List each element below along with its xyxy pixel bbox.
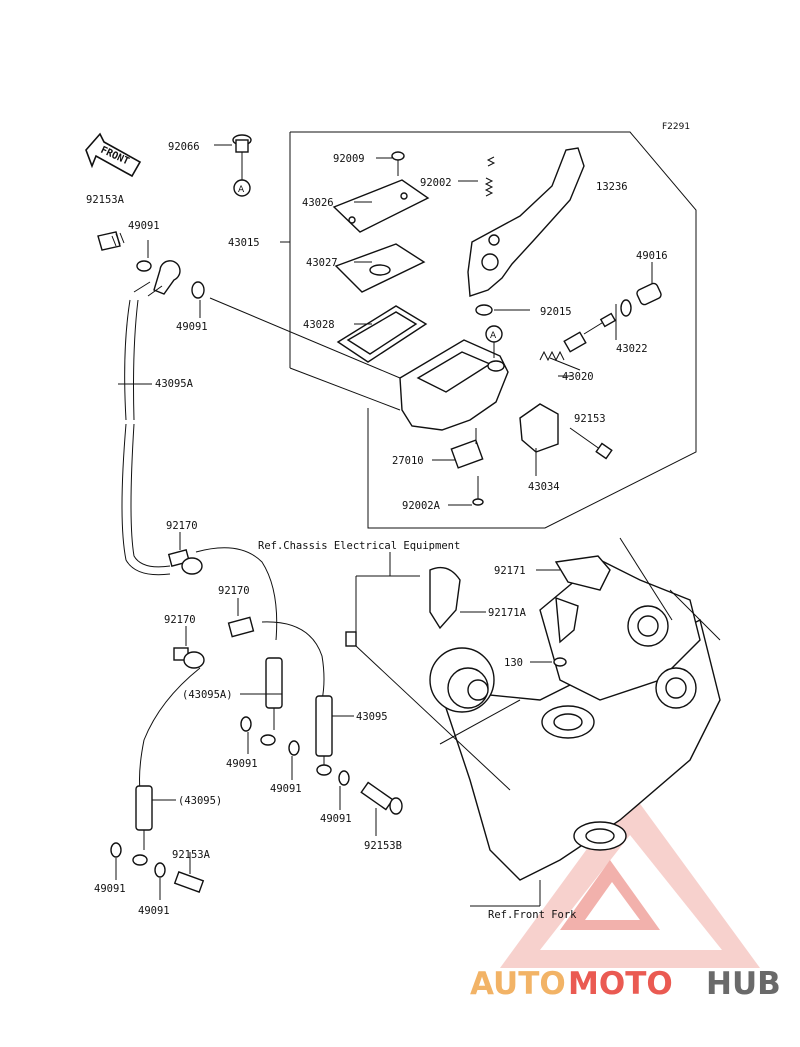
label-92170-b: 92170 (218, 585, 250, 597)
upper-brake-hose (97, 231, 205, 576)
label-43095-paren: (43095) (178, 795, 222, 807)
label-92171: 92171 (494, 565, 526, 577)
label-49016: 49016 (636, 250, 668, 262)
label-43027: 43027 (306, 257, 338, 269)
label-43026: 43026 (302, 197, 334, 209)
label-49091-d: 49091 (270, 783, 302, 795)
watermark-hub: HUB (706, 966, 781, 1002)
label-43020: 43020 (562, 371, 594, 383)
piston-assembly (475, 262, 662, 460)
label-92153: 92153 (574, 413, 606, 425)
label-92015: 92015 (540, 306, 572, 318)
label-92153A-bottom: 92153A (172, 849, 211, 861)
label-92153A-top: 92153A (86, 194, 125, 206)
diagram-code: F2291 (662, 122, 690, 132)
label-49091-g: 49091 (138, 905, 170, 917)
label-92002: 92002 (420, 177, 452, 189)
leader-lines (115, 240, 572, 900)
label-43015: 43015 (228, 237, 260, 249)
label-49091-b: 49091 (176, 321, 208, 333)
label-92153B: 92153B (364, 840, 402, 852)
label-13236: 13236 (596, 181, 628, 193)
label-92171A: 92171A (488, 607, 527, 619)
reservoir-parts (332, 151, 430, 363)
ref-front-fork: Ref.Front Fork (488, 909, 577, 921)
part-92066: A (214, 134, 252, 197)
watermark-logo (500, 790, 760, 968)
label-49091-e: 49091 (320, 813, 352, 825)
label-43022: 43022 (616, 343, 648, 355)
label-43095: 43095 (356, 711, 388, 723)
label-49091-c: 49091 (226, 758, 258, 770)
label-92066: 92066 (168, 141, 200, 153)
label-43028: 43028 (303, 319, 335, 331)
label-92009: 92009 (333, 153, 365, 165)
label-130: 130 (504, 657, 523, 669)
ref-chassis-electrical: Ref.Chassis Electrical Equipment (258, 540, 460, 552)
callout-a-mid: A (490, 331, 497, 341)
watermark-moto: MOTO (568, 966, 673, 1002)
callout-a-top: A (238, 185, 245, 195)
master-cylinder-body: A (399, 325, 559, 506)
label-92002A: 92002A (402, 500, 441, 512)
lower-brake-hoses (110, 547, 403, 893)
master-cylinder-box (280, 131, 697, 529)
brake-lever (458, 147, 585, 297)
fork-frame (345, 537, 721, 907)
leader-line-hose (209, 297, 401, 379)
front-arrow-icon: FRONT (85, 132, 142, 178)
watermark-text: AUTO MOTO HUB (470, 966, 781, 1002)
part-labels: F2291 92066 92009 92002 13236 43026 9215… (86, 122, 690, 921)
label-92170-c: 92170 (164, 614, 196, 626)
label-43095A-paren: (43095A) (182, 689, 233, 701)
label-43095A: 43095A (155, 378, 194, 390)
label-27010: 27010 (392, 455, 424, 467)
label-43034: 43034 (528, 481, 560, 493)
label-49091-a: 49091 (128, 220, 160, 232)
label-92170-a: 92170 (166, 520, 198, 532)
watermark-auto: AUTO (470, 966, 566, 1002)
label-49091-f: 49091 (94, 883, 126, 895)
